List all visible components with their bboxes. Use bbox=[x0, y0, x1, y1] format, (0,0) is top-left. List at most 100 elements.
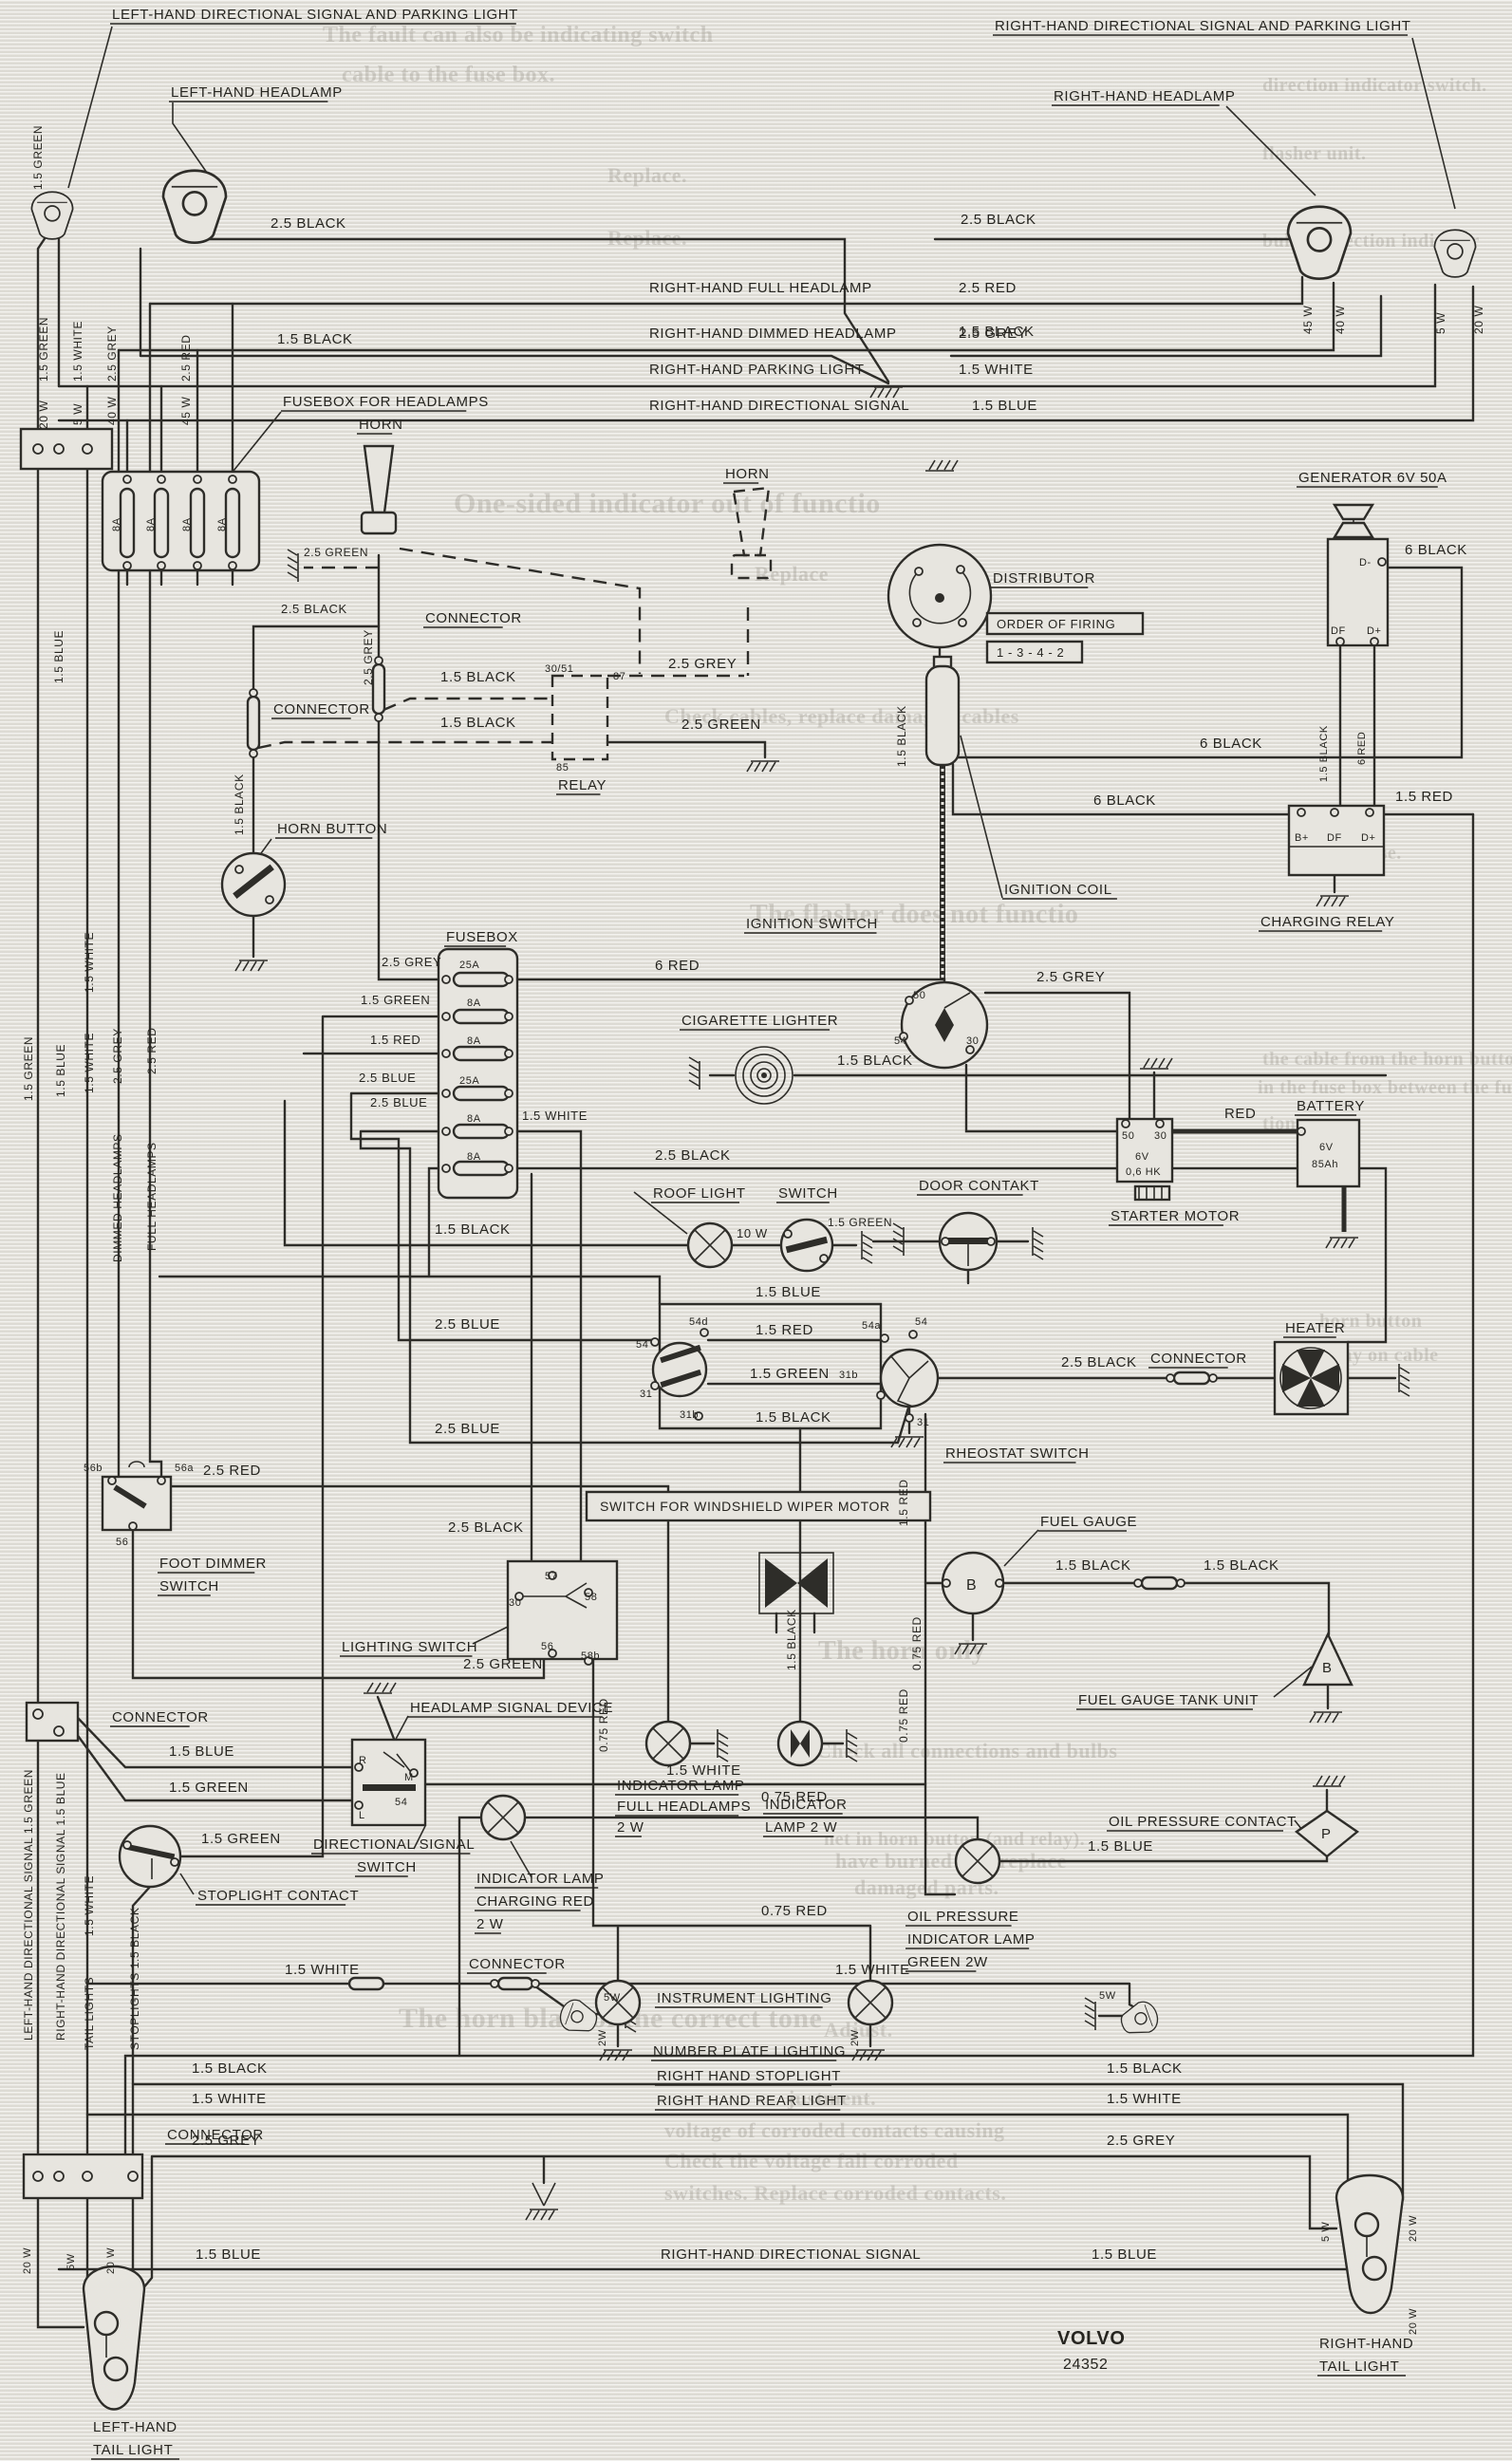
wire-label: 54 bbox=[894, 1035, 906, 1047]
wire-label: 1.5 BLACK bbox=[440, 715, 516, 731]
wire-label: CONNECTOR bbox=[112, 1709, 209, 1725]
wire-label: 40 W bbox=[105, 397, 119, 425]
wire-label: RIGHT-HAND DIRECTIONAL SIGNAL bbox=[649, 398, 909, 414]
battery bbox=[1296, 1118, 1361, 1188]
wire-label: 1.5 BLUE bbox=[756, 1284, 821, 1300]
wiper-label-box bbox=[585, 1490, 932, 1522]
wire-label: 5W bbox=[1099, 1990, 1116, 2002]
wire-label: 2 W bbox=[617, 1819, 644, 1836]
label-rh-rear-light: RIGHT HAND REAR LIGHT bbox=[657, 2093, 847, 2109]
charging-relay bbox=[1287, 804, 1386, 877]
wire-label: 8A bbox=[216, 517, 228, 531]
wire-label: DF bbox=[1331, 625, 1346, 637]
starter-motor bbox=[1115, 1117, 1174, 1202]
firing-order-box bbox=[985, 640, 1084, 664]
wire-label: 54d bbox=[689, 1316, 708, 1328]
wire-label: 1.5 BLACK bbox=[1204, 1557, 1279, 1574]
ground-symbol bbox=[869, 386, 904, 399]
connector-strip-bottom bbox=[22, 2153, 144, 2200]
label-battery: BATTERY bbox=[1297, 1098, 1365, 1114]
fuel-gauge-letter: B bbox=[966, 1577, 977, 1594]
door-contact bbox=[938, 1211, 999, 1272]
label-lh-directional-parking: LEFT-HAND DIRECTIONAL SIGNAL AND PARKING… bbox=[112, 7, 518, 23]
wire-label: 40 W bbox=[1334, 306, 1347, 334]
fuel-gauge bbox=[941, 1551, 1005, 1615]
indicator-lamp-full-headlamps bbox=[644, 1720, 692, 1767]
wire-label: 1.5 RED bbox=[1395, 789, 1453, 805]
diagram-labels: LEFT-HAND DIRECTIONAL SIGNAL AND PARKING… bbox=[22, 7, 1485, 2460]
wire-label: 20 W bbox=[22, 2247, 33, 2274]
label-fusebox-headlamps: FUSEBOX FOR HEADLAMPS bbox=[283, 394, 489, 410]
wire-label: 54 bbox=[395, 1797, 407, 1808]
wire-label: 10 W bbox=[737, 1226, 768, 1240]
label-number-plate-lighting: NUMBER PLATE LIGHTING bbox=[653, 2043, 846, 2060]
wire-label: 85Ah bbox=[1312, 1159, 1338, 1170]
label-oil-pressure-contact: OIL PRESSURE CONTACT bbox=[1109, 1814, 1297, 1830]
wire-label: INDICATOR LAMP bbox=[476, 1871, 605, 1887]
connector-pill bbox=[1140, 1575, 1179, 1591]
horn-relay bbox=[551, 674, 609, 761]
bleedthrough-text: Replace bbox=[755, 562, 829, 586]
wire-label: 8A bbox=[111, 517, 122, 531]
wire-label: D+ bbox=[1361, 832, 1376, 844]
wire-label: OIL PRESSURE bbox=[907, 1909, 1019, 1925]
indicator-lamp-charging bbox=[479, 1794, 527, 1841]
wire-label: GREEN 2W bbox=[907, 1954, 988, 1970]
roof-light-lamp bbox=[686, 1221, 734, 1269]
wire-label: 1.5 WHITE bbox=[666, 1762, 741, 1779]
wire-label: 2W bbox=[849, 2029, 861, 2046]
horn-optional bbox=[730, 486, 773, 580]
component-letters: B B P bbox=[966, 1577, 1332, 1842]
label-rh-directional-parking: RIGHT-HAND DIRECTIONAL SIGNAL AND PARKIN… bbox=[995, 18, 1411, 34]
number-plate-lamp bbox=[1116, 1997, 1163, 2041]
wire-label: 2.5 GREY bbox=[668, 656, 737, 672]
bleedthrough-text: cable to the fuse box. bbox=[342, 63, 555, 87]
wire-label: RIGHT-HAND DIRECTIONAL SIGNAL bbox=[661, 2247, 921, 2263]
wire-label: RIGHT-HAND DIRECTIONAL SIGNAL 1.5 BLUE bbox=[54, 1772, 67, 2041]
terminals bbox=[122, 475, 1218, 1988]
wire-label: 45 W bbox=[1301, 306, 1315, 334]
label-roof-light: ROOF LIGHT bbox=[653, 1185, 746, 1202]
wires bbox=[36, 26, 1475, 2329]
fusebox-headlamps bbox=[101, 470, 261, 572]
wire-label: 8A bbox=[467, 997, 481, 1009]
wire-label: 1.5 GREEN bbox=[750, 1366, 830, 1382]
directional-signal-switch bbox=[350, 1738, 427, 1827]
label-ignition-switch: IGNITION SWITCH bbox=[746, 916, 878, 932]
wire-label: 1.5 BLACK bbox=[837, 1053, 913, 1069]
wire-label: 6V bbox=[1135, 1151, 1149, 1163]
label-cigarette-lighter: CIGARETTE LIGHTER bbox=[681, 1013, 838, 1029]
label-fuel-gauge-tank-unit: FUEL GAUGE TANK UNIT bbox=[1078, 1692, 1259, 1708]
wire-label: 5W bbox=[65, 2253, 77, 2270]
wire-label: 2.5 BLACK bbox=[271, 215, 346, 232]
wire-label: 5 W bbox=[71, 403, 84, 425]
wire-label: 1.5 BLACK bbox=[1107, 2060, 1183, 2077]
wire-label: 56a bbox=[175, 1463, 194, 1474]
wire-label: 2.5 BLACK bbox=[655, 1147, 731, 1164]
wire-label: 2.5 GREY bbox=[1036, 969, 1105, 985]
bleedthrough-text: Check the voltage fall corroded bbox=[664, 2149, 959, 2172]
bleedthrough-text: flasher unit. bbox=[1262, 143, 1366, 164]
wire-label: 1.5 BLACK bbox=[785, 1609, 798, 1670]
print-bleedthrough: The fault can also be indicating switchc… bbox=[323, 23, 1512, 2205]
wiper-motor bbox=[758, 1552, 834, 1614]
lh-tail-light bbox=[82, 2265, 146, 2411]
wire-label: CONNECTOR bbox=[167, 2127, 264, 2143]
label-door-contact: DOOR CONTAKT bbox=[919, 1178, 1039, 1194]
label-starter-motor: STARTER MOTOR bbox=[1111, 1208, 1240, 1224]
wire-label: 20 W bbox=[1408, 2308, 1419, 2335]
heater-fan bbox=[1273, 1340, 1350, 1416]
oil-pressure-indicator-lamp bbox=[954, 1837, 1001, 1885]
wire-label: 1.5 GREEN bbox=[37, 317, 50, 382]
wire-label: 2 W bbox=[476, 1916, 504, 1932]
bleedthrough-text: horn button bbox=[1319, 1311, 1422, 1332]
generator bbox=[1326, 503, 1390, 647]
wire-label: 1.5 BLACK bbox=[435, 1221, 511, 1238]
wire-label: 1.5 GREEN bbox=[201, 1831, 281, 1847]
wire-label: 30 bbox=[509, 1597, 521, 1609]
wire-label: 0.75 RED bbox=[597, 1698, 610, 1752]
wire-label: 6 BLACK bbox=[1405, 542, 1467, 558]
label-foot-dimmer: FOOT DIMMER bbox=[159, 1556, 267, 1572]
label-roof-switch: SWITCH bbox=[778, 1185, 838, 1202]
label-headlamp-signal-device: HEADLAMP SIGNAL DEVICE bbox=[410, 1700, 613, 1716]
